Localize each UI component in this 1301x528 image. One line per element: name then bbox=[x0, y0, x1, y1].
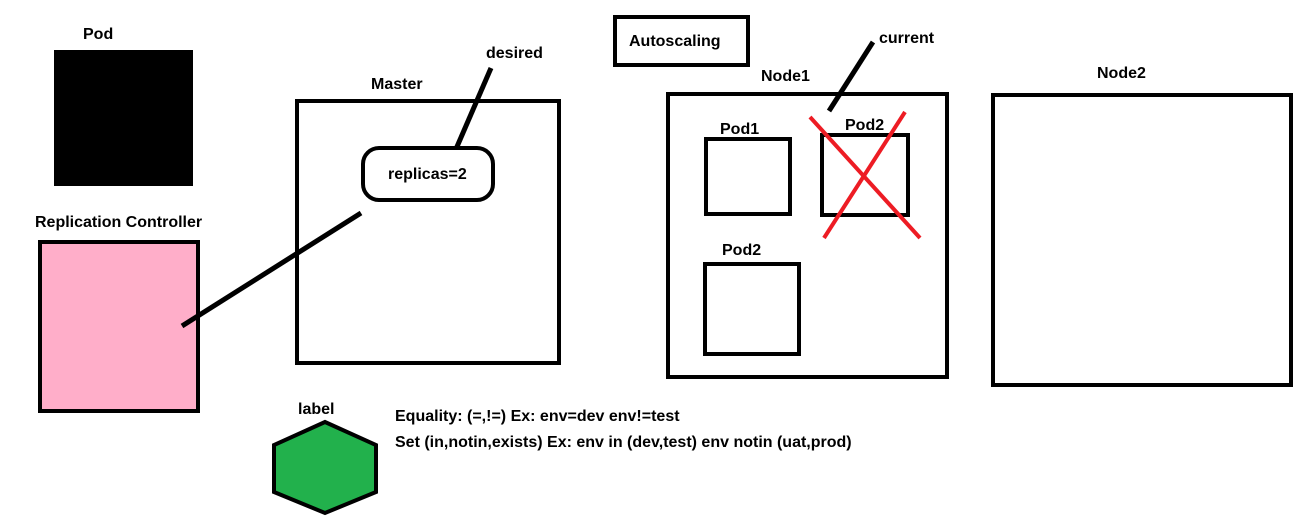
node2-box bbox=[991, 93, 1293, 387]
replication-controller-title: Replication Controller bbox=[35, 214, 202, 231]
master-box bbox=[295, 99, 561, 365]
pod-title: Pod bbox=[83, 26, 113, 43]
set-selector-text: Set (in,notin,exists) Ex: env in (dev,te… bbox=[395, 434, 852, 451]
pod1-title: Pod1 bbox=[720, 121, 759, 138]
current-pointer bbox=[826, 40, 876, 113]
pod2-removed-box bbox=[820, 133, 910, 217]
replication-controller-box bbox=[38, 240, 200, 413]
equality-selector-text: Equality: (=,!=) Ex: env=dev env!=test bbox=[395, 408, 680, 425]
autoscaling-box bbox=[613, 15, 750, 67]
pod2-new-box bbox=[703, 262, 801, 356]
desired-label: desired bbox=[486, 45, 543, 62]
current-label: current bbox=[879, 30, 935, 47]
autoscaling-text: Autoscaling bbox=[629, 33, 721, 50]
label-hexagon-icon bbox=[272, 419, 378, 516]
node1-title: Node1 bbox=[761, 68, 810, 85]
pod2-removed-title: Pod2 bbox=[845, 117, 884, 134]
cross-line-icon bbox=[822, 110, 907, 240]
label-title: label bbox=[298, 401, 334, 418]
node1-box bbox=[666, 92, 949, 379]
pod1-box bbox=[704, 137, 792, 216]
pod2-new-title: Pod2 bbox=[722, 242, 761, 259]
desired-pointer bbox=[453, 67, 494, 150]
replicas-box bbox=[361, 146, 495, 202]
replicas-text: replicas=2 bbox=[388, 166, 467, 183]
rc-to-replicas-connector bbox=[180, 210, 363, 329]
master-title: Master bbox=[371, 76, 423, 93]
node2-title: Node2 bbox=[1097, 65, 1146, 82]
pod-box bbox=[54, 50, 193, 186]
